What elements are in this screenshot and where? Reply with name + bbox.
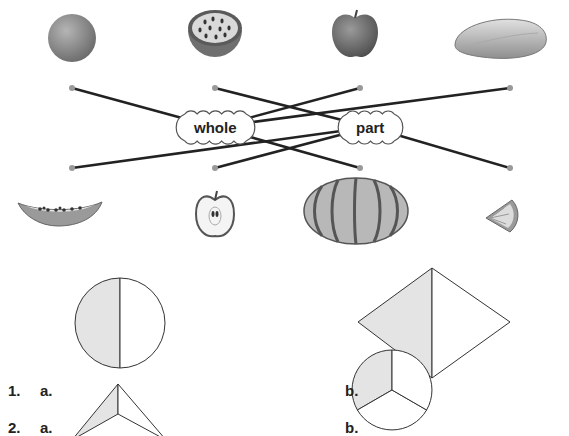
apple-half: [196, 191, 234, 236]
item-label: b.: [345, 382, 358, 399]
match-dots: [69, 85, 513, 171]
cloud-label: part: [334, 112, 407, 143]
watermelon-half: [188, 10, 242, 57]
label-text: whole: [194, 119, 237, 136]
label-text: part: [356, 119, 384, 136]
watermelon-whole: [304, 178, 408, 244]
papaya-slice: [18, 202, 102, 226]
item-label: a.: [40, 382, 53, 399]
item-label: 1.: [8, 382, 21, 399]
papaya-whole: [455, 19, 546, 58]
fraction-shapes: [72, 268, 510, 436]
orange-slice: [486, 200, 518, 232]
item-label: b.: [345, 419, 358, 436]
orange-whole: [48, 14, 96, 62]
item-label: a.: [40, 419, 53, 436]
matching-lines: [72, 88, 510, 168]
cloud-label: whole: [172, 112, 259, 143]
item-label: 2.: [8, 419, 21, 436]
apple-whole: [332, 10, 378, 57]
